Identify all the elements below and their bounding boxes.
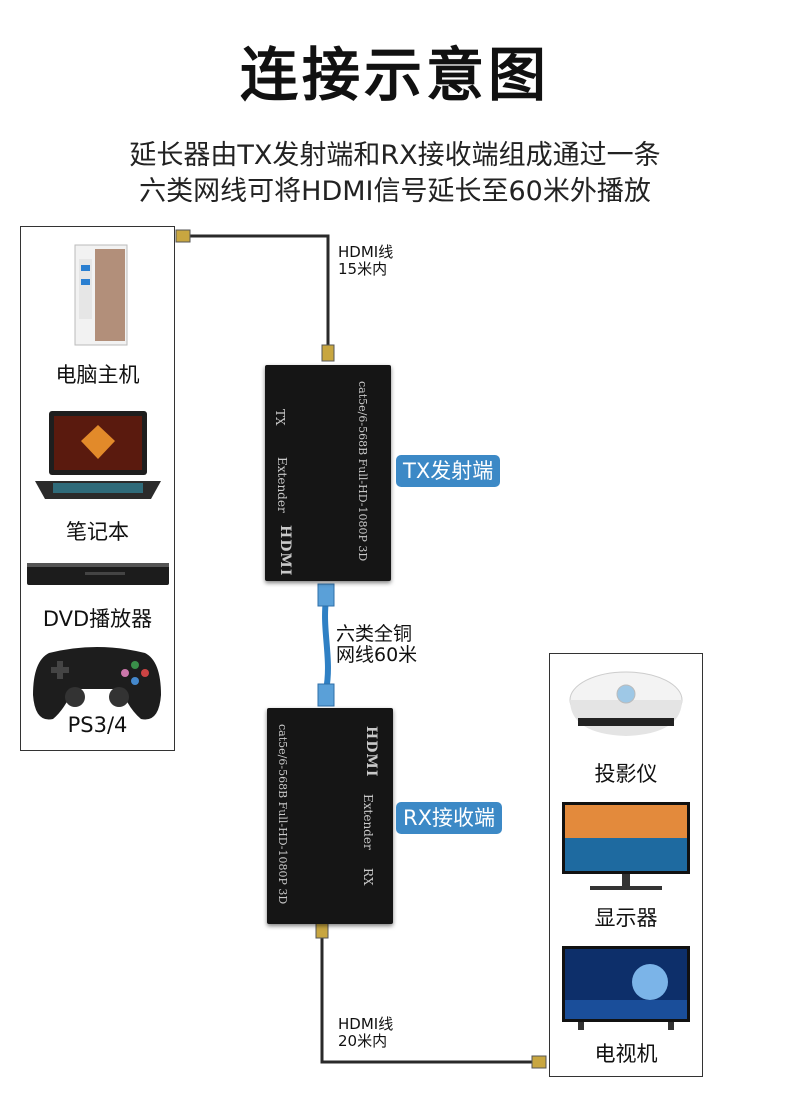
dvd-player-icon xyxy=(27,563,169,585)
source-devices-panel: 电脑主机 笔记本 DVD播放器 PS3/4 xyxy=(20,226,175,751)
source-label-laptop: 笔记本 xyxy=(66,520,129,544)
tx-side-label: TX xyxy=(273,409,287,426)
rx-model-label: Extender xyxy=(361,794,375,850)
hdmi-output-cable xyxy=(320,930,534,1064)
projector-icon xyxy=(569,671,683,736)
hdmi-input-cable xyxy=(190,234,330,348)
rx-extender-box: cat5e/6-568B Full-HD-1080P 3D HDMI Exten… xyxy=(267,708,393,924)
tv-icon xyxy=(562,946,690,1030)
rx-side-label: RX xyxy=(361,868,375,886)
source-label-dvd: DVD播放器 xyxy=(42,607,153,631)
page-title: 连接示意图 xyxy=(239,41,550,109)
hdmi-plug-tx xyxy=(321,344,335,362)
monitor-icon xyxy=(562,802,690,890)
hdmi-input-cable-label: HDMI线 15米内 xyxy=(338,243,394,278)
hdmi-output-cable-label: HDMI线 20米内 xyxy=(338,1015,394,1050)
tx-extender-box: TX Extender HDMI cat5e/6-568B Full-HD-10… xyxy=(265,365,391,581)
tx-spec-text: cat5e/6-568B Full-HD-1080P 3D xyxy=(356,381,369,562)
display-label-projector: 投影仪 xyxy=(594,762,658,786)
subtitle: 延长器由TX发射端和RX接收端组成通过一条 六类网线可将HDMI信号延长至60米… xyxy=(0,138,790,210)
lan-cable-label: 六类全铜 网线60米 xyxy=(336,623,418,666)
tx-badge: TX发射端 xyxy=(396,455,501,487)
rj45-plug-tx xyxy=(317,583,335,607)
tx-model-label: Extender xyxy=(275,457,289,513)
display-devices-panel: 投影仪 显示器 电视机 xyxy=(549,653,703,1077)
hdmi-plug-display xyxy=(531,1055,547,1069)
rx-badge: RX接收端 xyxy=(396,802,502,834)
tx-hdmi-logo: HDMI xyxy=(277,525,293,577)
rx-spec-text: cat5e/6-568B Full-HD-1080P 3D xyxy=(276,724,289,905)
lan-cable xyxy=(322,599,331,691)
display-label-tv: 电视机 xyxy=(594,1042,658,1066)
subtitle-line-1: 延长器由TX发射端和RX接收端组成通过一条 xyxy=(129,140,661,171)
rj45-plug-rx xyxy=(317,683,335,707)
rx-hdmi-logo: HDMI xyxy=(363,726,379,778)
source-label-ps: PS3/4 xyxy=(67,713,128,737)
laptop-icon xyxy=(35,411,161,499)
gamepad-icon xyxy=(33,647,161,720)
hdmi-plug-rx xyxy=(315,921,329,939)
display-label-monitor: 显示器 xyxy=(594,906,658,930)
hdmi-plug-source xyxy=(175,229,191,243)
subtitle-line-2: 六类网线可将HDMI信号延长至60米外播放 xyxy=(139,176,651,207)
desktop-pc-icon xyxy=(74,244,128,346)
source-label-pc: 电脑主机 xyxy=(55,363,140,387)
